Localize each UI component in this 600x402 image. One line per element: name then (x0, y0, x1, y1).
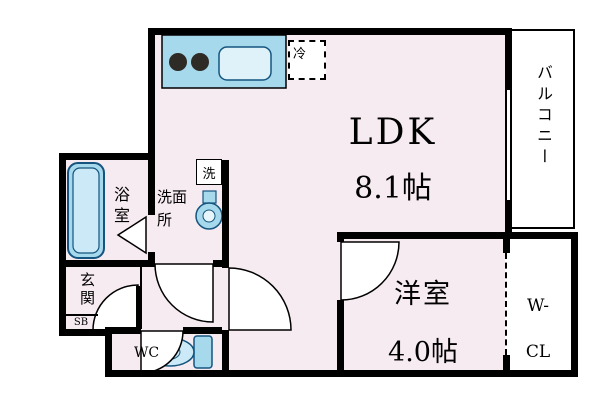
wall-wcl-stub-bottom (503, 355, 510, 377)
shoebox-label: SB (64, 314, 98, 328)
wall-hall-ldk-lower (222, 330, 229, 372)
kitchen-sink (218, 46, 272, 81)
wall-wc-top-right (183, 327, 222, 334)
ldk-name: LDK (348, 112, 438, 154)
refrigerator-label: 冷 (293, 47, 307, 62)
washer-box: 洗 (196, 159, 222, 185)
wcl-line2: CL (525, 341, 551, 362)
balcony-area (509, 29, 575, 229)
door-arc-ldk (228, 267, 292, 331)
bedroom-size: 4.0帖 (388, 336, 458, 368)
wall-top-exterior (148, 28, 512, 35)
wall-right-lower (505, 200, 512, 238)
ldk-size: 8.1帖 (354, 171, 432, 207)
door-arc-entrance (92, 284, 139, 331)
wcl-line1: W- (527, 295, 549, 316)
bathroom-door-icon (116, 215, 147, 255)
bedroom-name: 洋室 (394, 278, 452, 310)
wall-bath-washroom-upper (148, 160, 155, 215)
door-arc-washroom (154, 263, 214, 323)
wall-ldk-bedroom-horizontal (337, 232, 578, 239)
washbasin-drain (202, 209, 216, 223)
bathroom-label: 浴室 (111, 186, 130, 228)
stove-burner-icon (169, 53, 187, 71)
bedroom-label: 洋室 4.0帖 (353, 255, 493, 393)
wall-bath-washroom-lower (148, 252, 155, 267)
wcl-folding-door (505, 253, 507, 355)
wall-bedroom-left-upper (337, 232, 344, 242)
balcony-label: バルコニー (534, 64, 553, 169)
wall-bathroom-top (59, 153, 155, 160)
ldk-label: LDK 8.1帖 (323, 94, 463, 225)
genkan-label: 玄関 (78, 272, 96, 308)
wall-bedroom-left-lower (337, 300, 344, 377)
wc-label: WC (134, 345, 160, 361)
washroom-label: 洗面所 (157, 188, 188, 229)
wall-hall-ldk-upper (222, 160, 229, 268)
stove-burner-icon (191, 53, 209, 71)
door-arc-bedroom (340, 241, 400, 301)
genkan-step-line (140, 267, 142, 329)
wall-wc-left (105, 329, 112, 377)
toilet-tank (193, 335, 213, 369)
wall-right-upper (505, 28, 512, 90)
wall-washroom-bottom-right (213, 260, 222, 267)
wall-washroom-bottom-left (66, 260, 155, 267)
wall-left-exterior (59, 153, 66, 336)
wall-right-exterior-lower (571, 232, 578, 377)
wall-genkan-bottom (59, 329, 112, 336)
washer-label: 洗 (202, 166, 216, 182)
washbasin-faucet (202, 190, 217, 204)
floor-wcl (505, 239, 571, 370)
wcl-label: W- CL (512, 272, 564, 387)
balcony-window (505, 90, 512, 200)
wall-ldk-left (148, 28, 155, 160)
wall-wcl-stub-top (503, 239, 510, 253)
refrigerator-box: 冷 (288, 40, 326, 80)
bathtub-inner (72, 167, 100, 254)
wall-wc-top-left (105, 327, 141, 334)
